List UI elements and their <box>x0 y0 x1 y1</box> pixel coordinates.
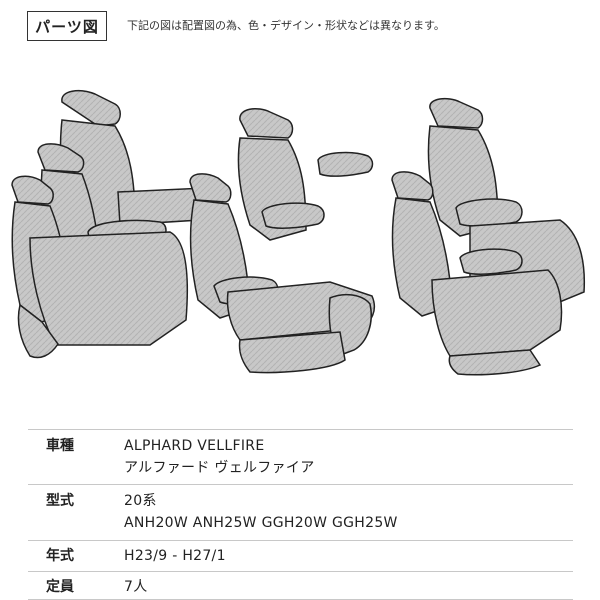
spec-value: ANH20W ANH25W GGH20W GGH25W <box>124 515 398 531</box>
spec-key: 定員 <box>46 579 74 595</box>
seat-layout-illustration <box>11 89 586 376</box>
spec-value: アルファード ヴェルファイア <box>124 460 315 476</box>
spec-value: ALPHARD VELLFIRE <box>124 438 265 454</box>
spec-key: 型式 <box>46 493 74 509</box>
spec-row-year: 年式 H23/9 - H27/1 <box>28 540 573 571</box>
spec-row-type: 型式 20系 ANH20W ANH25W GGH20W GGH25W <box>28 484 573 540</box>
seat-group-left <box>11 89 206 359</box>
parts-diagram-label: パーツ図 <box>27 11 107 41</box>
spec-values: 20系 ANH20W ANH25W GGH20W GGH25W <box>124 490 398 540</box>
spec-key: 年式 <box>46 548 74 564</box>
spec-value: H23/9 - H27/1 <box>124 548 226 564</box>
spec-key: 車種 <box>46 438 74 454</box>
spec-values: 7人 <box>124 576 148 599</box>
spec-value: 7人 <box>124 579 148 595</box>
spec-row-capacity: 定員 7人 <box>28 571 573 600</box>
spec-values: H23/9 - H27/1 <box>124 545 226 571</box>
spec-value: 20系 <box>124 493 157 509</box>
spec-row-model: 車種 ALPHARD VELLFIRE アルファード ヴェルファイア <box>28 429 573 484</box>
seat-group-middle <box>189 107 376 374</box>
seat-group-right <box>391 97 586 376</box>
layout-note: 下記の図は配置図の為、色・デザイン・形状などは異なります。 <box>127 19 445 32</box>
spec-values: ALPHARD VELLFIRE アルファード ヴェルファイア <box>124 435 315 484</box>
spec-table: 車種 ALPHARD VELLFIRE アルファード ヴェルファイア 型式 20… <box>28 429 573 600</box>
